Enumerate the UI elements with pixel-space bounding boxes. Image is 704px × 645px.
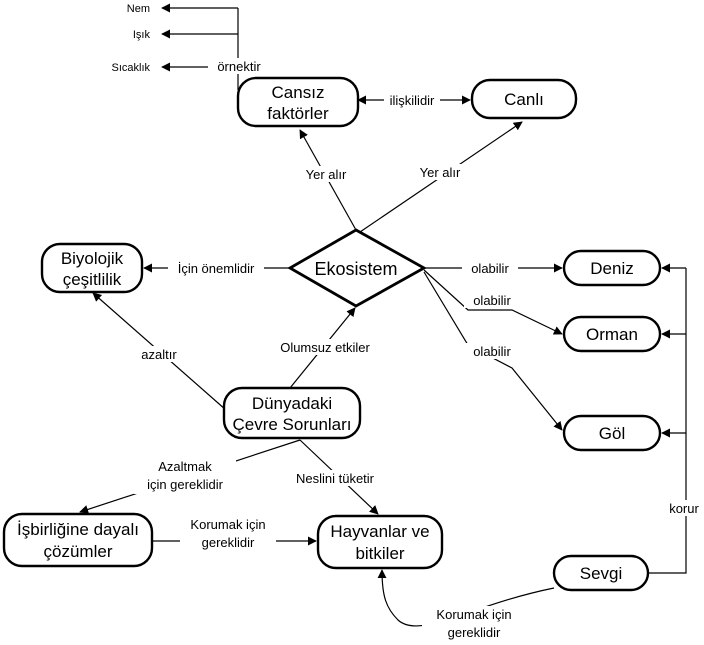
node-hayvanlar-line1: Hayvanlar ve — [330, 522, 429, 541]
node-ekosistem: Ekosistem — [287, 228, 427, 308]
node-dunyadaki-cevre-sorunlari: Dünyadaki Çevre Sorunları — [222, 386, 362, 440]
node-gol: Göl — [562, 414, 662, 452]
label-neslini-tuketir: Neslini tüketir — [296, 471, 375, 486]
edge-korur-trunk — [648, 268, 687, 574]
node-cansiz-line1: Cansız — [272, 83, 325, 102]
node-sevgi: Sevgi — [552, 554, 650, 592]
edge-ekosistem-orman — [423, 269, 563, 335]
label-korumak-2-line2: gereklidir — [448, 625, 501, 640]
node-gol-label: Göl — [599, 424, 625, 443]
node-isbirligi-line2: çözümler — [44, 542, 113, 561]
label-olabilir-3: olabilir — [473, 344, 511, 359]
label-yer-alir-1: Yer alır — [306, 167, 347, 182]
node-nem: Nem — [127, 3, 150, 15]
label-korumak-1-line2: gereklidir — [202, 535, 255, 550]
edge-sevgi-hayvanlar — [377, 569, 555, 627]
node-canli: Canlı — [470, 78, 578, 120]
node-isbirligi-line1: İşbirliğine dayalı — [17, 520, 139, 539]
label-azaltmak-line2: için gereklidir — [147, 477, 224, 492]
node-orman-label: Orman — [586, 325, 638, 344]
node-isik: Işık — [133, 29, 151, 41]
label-olabilir-2: olabilir — [473, 293, 511, 308]
node-deniz: Deniz — [562, 249, 662, 287]
node-sevgi-label: Sevgi — [580, 564, 623, 583]
label-olumsuz-etkiler: Olumsuz etkiler — [280, 340, 370, 355]
node-cansiz-line2: faktörler — [267, 104, 329, 123]
label-olabilir-1: olabilir — [471, 261, 509, 276]
label-yer-alir-2: Yer alır — [420, 165, 461, 180]
label-korumak-1-line1: Korumak için — [190, 517, 265, 532]
node-hayvanlar-line2: bitkiler — [355, 544, 404, 563]
node-biyolojik-cesitlilik: Biyolojik çeşitlilik — [40, 242, 144, 294]
label-azaltmak-line1: Azaltmak — [158, 459, 212, 474]
label-iliskilidir: ilişkilidir — [390, 93, 435, 108]
label-azaltir: azaltır — [141, 347, 177, 362]
node-dunyadaki-line2: Çevre Sorunları — [232, 415, 351, 434]
node-biyolojik-line2: çeşitlilik — [63, 270, 122, 289]
label-icin-onemlidir: İçin önemlidir — [178, 261, 255, 276]
node-dunyadaki-line1: Dünyadaki — [252, 394, 332, 413]
label-korumak-2-line1: Korumak için — [436, 607, 511, 622]
node-hayvanlar-ve-bitkiler: Hayvanlar ve bitkiler — [316, 514, 444, 570]
node-cansiz-faktorler: Cansız faktörler — [236, 76, 360, 128]
label-korur: korur — [669, 501, 699, 516]
node-ekosistem-label: Ekosistem — [314, 259, 397, 279]
label-ornektir: örnektir — [217, 59, 261, 74]
node-sicaklik: Sıcaklık — [111, 62, 150, 74]
node-canli-label: Canlı — [504, 90, 544, 109]
node-biyolojik-line1: Biyolojik — [61, 249, 124, 268]
node-isbirligine-dayali-cozumler: İşbirliğine dayalı çözümler — [2, 512, 154, 568]
node-orman: Orman — [562, 315, 662, 353]
node-deniz-label: Deniz — [590, 259, 633, 278]
